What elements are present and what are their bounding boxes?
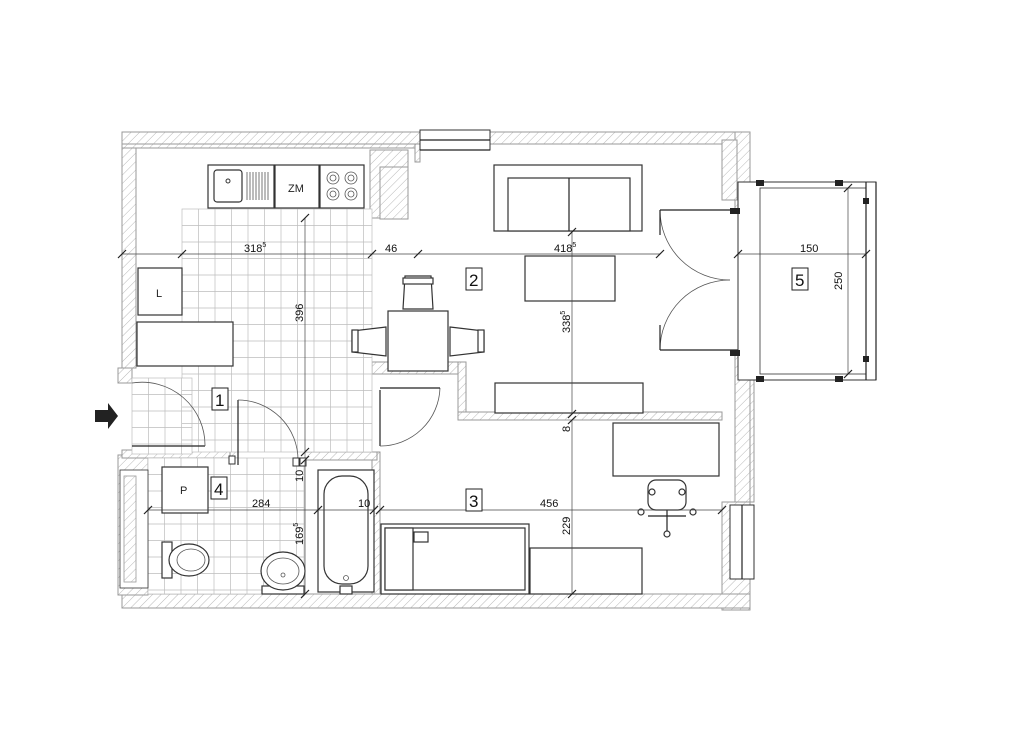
fridge-l: L xyxy=(137,267,183,316)
bathroom-niche xyxy=(119,469,149,589)
wardrobe xyxy=(136,321,234,367)
svg-text:1: 1 xyxy=(215,391,224,410)
dining-table xyxy=(351,275,485,372)
washing-machine: ZM xyxy=(274,164,320,209)
svg-text:3: 3 xyxy=(469,492,478,511)
room-label-1: 1 xyxy=(211,387,229,411)
top-window xyxy=(419,129,491,151)
stove xyxy=(319,164,365,209)
tv-cabinet xyxy=(494,382,644,414)
room-label-2: 2 xyxy=(465,267,483,291)
entrance-arrow-icon xyxy=(95,403,118,429)
room-label-3: 3 xyxy=(465,488,483,512)
dimension-labels: 3185 46 4185 150 250 396 3385 8 284 10 1… xyxy=(244,242,845,545)
dim-338: 3385 xyxy=(560,311,573,333)
desk xyxy=(612,422,720,477)
dimension-lines xyxy=(117,183,871,599)
toilet xyxy=(161,541,210,579)
balcony-door xyxy=(659,209,738,351)
dim-10a: 10 xyxy=(294,470,306,482)
dim-250: 250 xyxy=(833,272,845,290)
dim-418: 4185 xyxy=(554,242,576,255)
dim-229: 229 xyxy=(561,517,573,535)
room-labels: 1 2 3 4 5 xyxy=(210,267,809,512)
dim-46: 46 xyxy=(385,243,397,255)
p-cabinet: P xyxy=(161,466,209,514)
svg-text:2: 2 xyxy=(469,271,478,290)
bed xyxy=(380,523,530,595)
l-label: L xyxy=(156,288,162,300)
washer-label: ZM xyxy=(288,183,304,195)
dim-169: 1695 xyxy=(293,523,306,545)
p-label: P xyxy=(180,485,187,497)
coffee-table xyxy=(524,255,616,302)
dim-284: 284 xyxy=(252,498,270,510)
balcony xyxy=(730,180,877,382)
dim-456: 456 xyxy=(540,498,558,510)
room-label-5: 5 xyxy=(791,267,809,291)
room-label-4: 4 xyxy=(210,476,228,500)
dim-396: 396 xyxy=(294,304,306,322)
dim-150: 150 xyxy=(800,243,818,255)
sink-unit xyxy=(207,164,275,209)
svg-text:4: 4 xyxy=(214,480,223,499)
svg-text:5: 5 xyxy=(795,271,804,290)
washbasin xyxy=(260,551,306,595)
right-window xyxy=(729,504,755,580)
sofa xyxy=(493,164,643,232)
dim-318: 3185 xyxy=(244,242,266,255)
dim-8: 8 xyxy=(561,426,573,432)
bench xyxy=(529,547,643,595)
office-chair xyxy=(637,479,697,538)
dim-10b: 10 xyxy=(358,498,370,510)
bathtub xyxy=(317,469,375,595)
